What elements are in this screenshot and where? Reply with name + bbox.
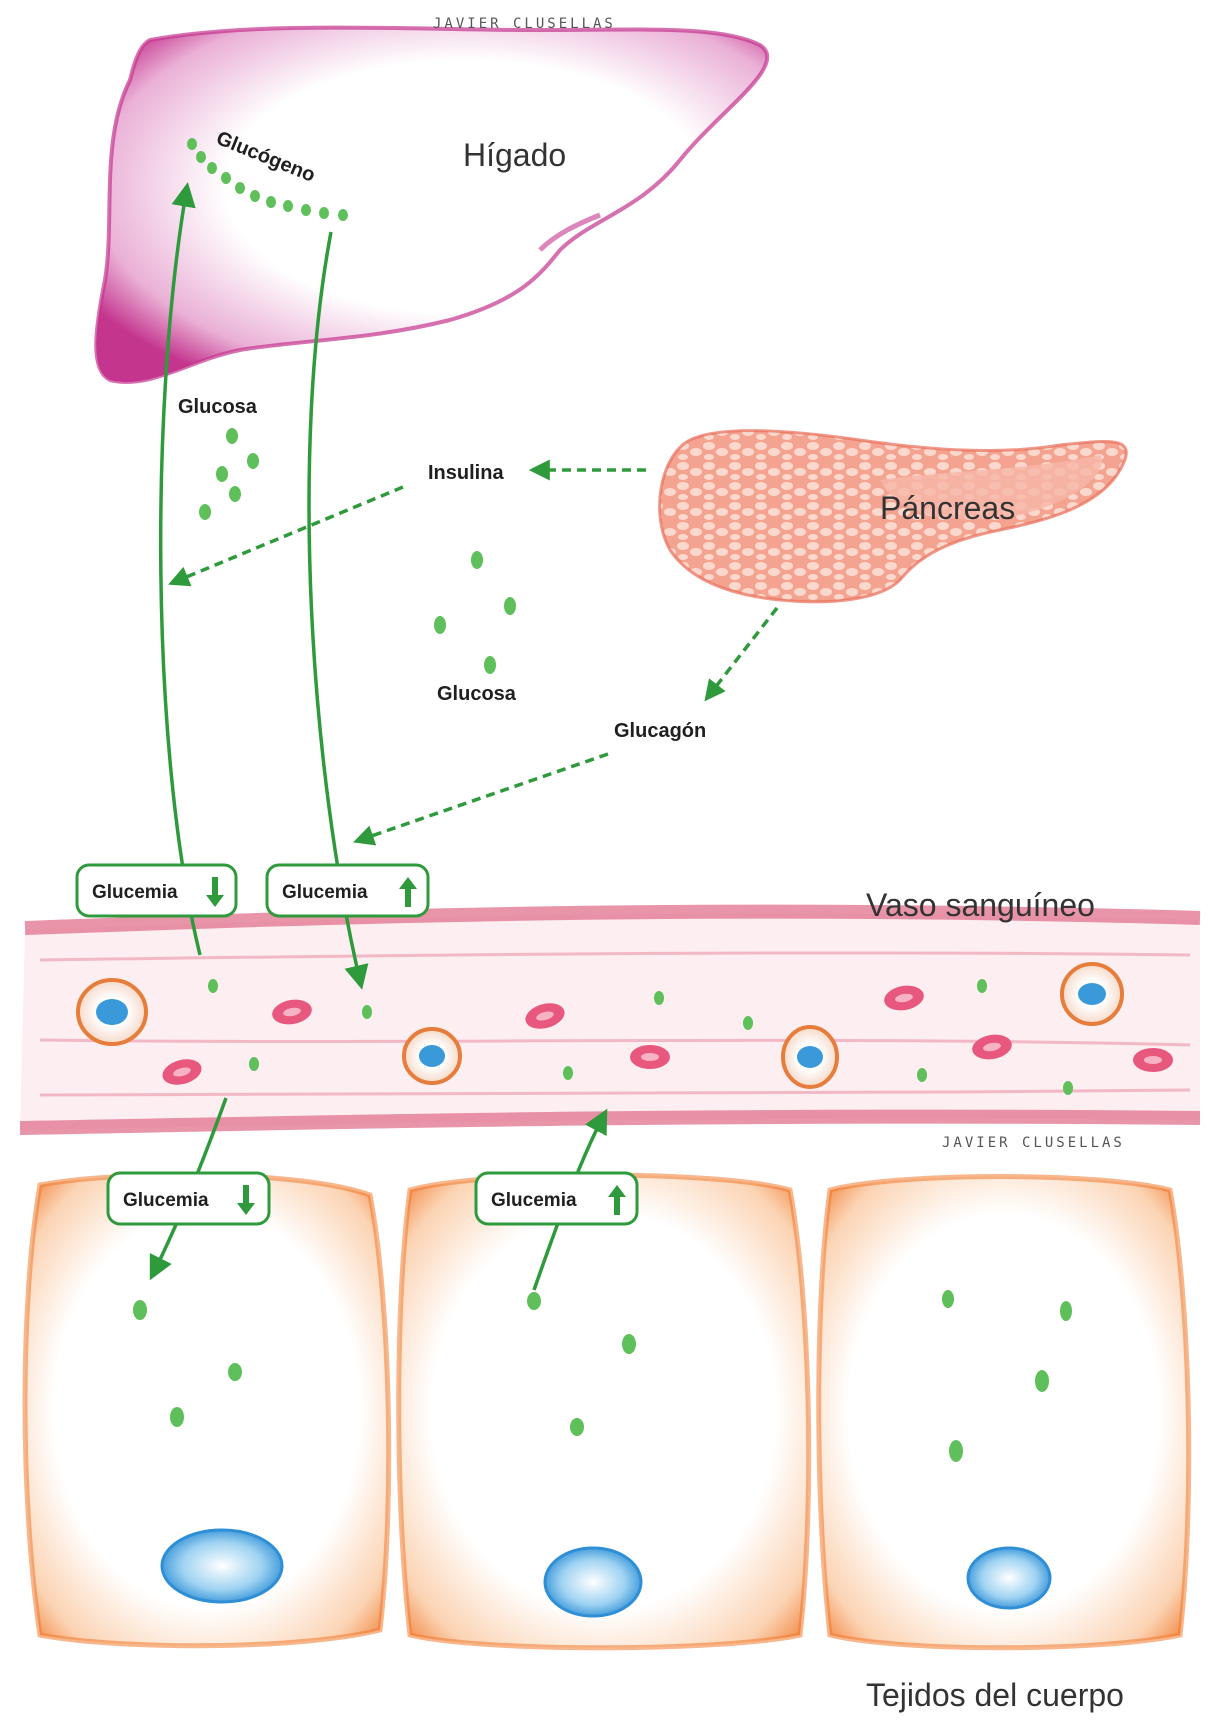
glucose-dots-mid (434, 551, 516, 674)
svg-text:Glucemia: Glucemia (123, 1190, 209, 1211)
svg-text:Glucemia: Glucemia (92, 882, 178, 903)
signature-top: JAVIER CLUSELLAS (433, 16, 616, 32)
arrow-glucagon-to-blood (357, 754, 608, 841)
glucemia-badge-up: Glucemia (267, 865, 428, 916)
glucemia-badge-down: Glucemia (77, 865, 236, 916)
arrow-pancreas-to-glucagon (707, 608, 777, 698)
liver-label: Hígado (463, 137, 566, 173)
svg-text:Glucemia: Glucemia (491, 1190, 577, 1211)
glucose-dots-top (199, 428, 259, 520)
vessel-label: Vaso sanguíneo (866, 887, 1095, 923)
glucagon-label: Glucagón (614, 720, 706, 742)
insulin-label: Insulina (428, 462, 504, 484)
svg-text:Glucemia: Glucemia (282, 882, 368, 903)
signature-vessel: JAVIER CLUSELLAS (942, 1135, 1125, 1151)
tissue-cell (25, 1175, 389, 1646)
liver-organ (96, 28, 767, 383)
glucose-label-mid: Glucosa (437, 683, 517, 705)
glucemia-badge-down: Glucemia (108, 1173, 269, 1224)
tissue-cells (25, 1175, 1189, 1648)
arrow-insulin-to-liver (172, 487, 403, 583)
tissue-cell (819, 1177, 1189, 1648)
tissues-label: Tejidos del cuerpo (866, 1677, 1124, 1713)
pancreas-label: Páncreas (880, 490, 1015, 526)
tissue-cell (399, 1175, 809, 1648)
glucose-label-top: Glucosa (178, 396, 258, 418)
glucemia-badge-up: Glucemia (476, 1173, 637, 1224)
